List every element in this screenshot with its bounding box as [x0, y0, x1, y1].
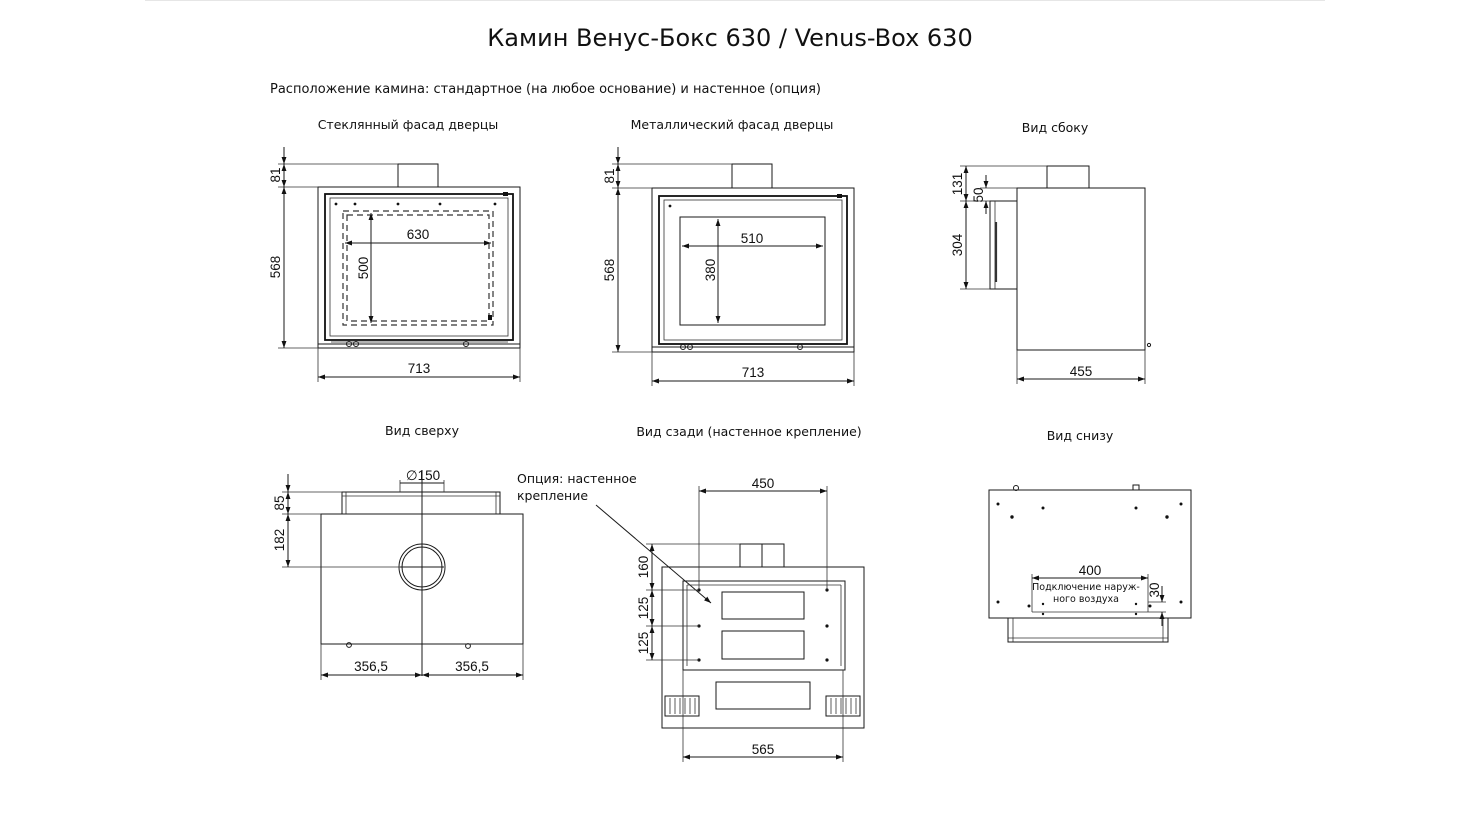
top-dim-left: 356,5 [354, 659, 388, 674]
top-dim-182: 182 [272, 529, 287, 552]
side-dim-455: 455 [1070, 364, 1093, 379]
back-option-line2: крепление [517, 488, 588, 503]
top-dim-85: 85 [272, 495, 287, 510]
glass-door-view: Стеклянный фасад дверцы 630 500 8 [268, 117, 521, 382]
metal-dim-81: 81 [602, 168, 617, 183]
side-view: Вид сбоку 131 50 304 455 [950, 120, 1152, 384]
metal-dim-380: 380 [703, 259, 718, 282]
glass-dim-630: 630 [407, 227, 430, 242]
top-dim-diameter: ∅150 [406, 468, 440, 483]
top-dim-right: 356,5 [455, 659, 489, 674]
back-option-line1: Опция: настенное [517, 471, 637, 486]
bottom-note-line2: ного воздуха [1053, 594, 1119, 605]
side-view-caption: Вид сбоку [1022, 120, 1089, 135]
metal-dim-510: 510 [741, 231, 764, 246]
back-view: Вид сзади (настенное крепление) Опция: н… [517, 424, 865, 762]
back-dim-565: 565 [752, 742, 775, 757]
bottom-view-caption: Вид снизу [1047, 428, 1114, 443]
back-dim-125a: 125 [636, 597, 651, 620]
placement-note: Расположение камина: стандартное (на люб… [270, 82, 821, 97]
metal-view-caption: Металлический фасад дверцы [631, 117, 834, 132]
side-dim-131: 131 [950, 173, 965, 196]
glass-view-caption: Стеклянный фасад дверцы [318, 117, 499, 132]
side-dim-304: 304 [950, 233, 965, 256]
bottom-dim-400: 400 [1079, 563, 1102, 578]
top-view: Вид сверху ∅150 85 182 356,5 [272, 423, 524, 680]
bottom-view: Вид снизу 400 30 Подключение [988, 428, 1192, 643]
page-title: Камин Венус-Бокс 630 / Venus-Box 630 [487, 24, 972, 52]
side-dim-50: 50 [971, 187, 986, 202]
metal-door-view: Металлический фасад дверцы 510 380 81 56… [602, 117, 855, 386]
bottom-note-line1: Подключение наруж- [1032, 582, 1140, 593]
back-dim-450: 450 [752, 476, 775, 491]
top-rule [145, 0, 1325, 1]
metal-dim-713: 713 [742, 365, 765, 380]
glass-dim-713: 713 [408, 361, 431, 376]
glass-dim-81: 81 [268, 167, 283, 182]
metal-dim-568: 568 [602, 259, 617, 282]
back-dim-160: 160 [636, 556, 651, 579]
back-dim-125b: 125 [636, 632, 651, 655]
glass-dim-568: 568 [268, 256, 283, 279]
top-view-caption: Вид сверху [385, 423, 460, 438]
back-view-caption: Вид сзади (настенное крепление) [636, 424, 861, 439]
glass-dim-500: 500 [356, 257, 371, 280]
bottom-dim-30: 30 [1147, 582, 1162, 597]
